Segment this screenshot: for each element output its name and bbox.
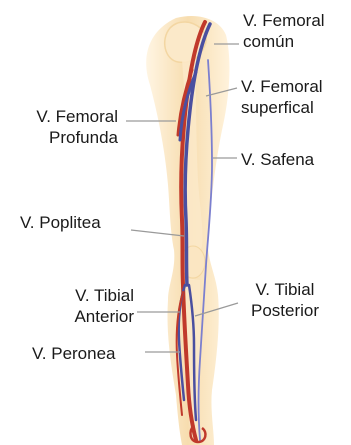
label-poplitea: V. Poplitea <box>20 212 101 233</box>
label-femoral-comun-line1: V. Femoral <box>243 10 325 31</box>
label-peronea-line1: V. Peronea <box>32 343 116 364</box>
label-femoral-superficial-line2: superfical <box>241 97 323 118</box>
label-tibial-posterior: V. Tibial Posterior <box>236 279 334 321</box>
label-femoral-comun-line2: común <box>243 31 325 52</box>
label-tibial-anterior-line1: V. Tibial <box>30 285 134 306</box>
label-femoral-profunda: V. Femoral Profunda <box>10 106 118 148</box>
label-poplitea-line1: V. Poplitea <box>20 212 101 233</box>
label-femoral-comun: V. Femoral común <box>243 10 325 52</box>
label-femoral-superficial: V. Femoral superfical <box>241 76 323 118</box>
label-femoral-superficial-line1: V. Femoral <box>241 76 323 97</box>
label-peronea: V. Peronea <box>32 343 116 364</box>
label-tibial-posterior-line1: V. Tibial <box>236 279 334 300</box>
label-tibial-anterior: V. Tibial Anterior <box>30 285 134 327</box>
label-tibial-posterior-line2: Posterior <box>236 300 334 321</box>
label-safena-line1: V. Safena <box>241 149 314 170</box>
label-femoral-profunda-line2: Profunda <box>10 127 118 148</box>
label-safena: V. Safena <box>241 149 314 170</box>
label-femoral-profunda-line1: V. Femoral <box>10 106 118 127</box>
label-tibial-anterior-line2: Anterior <box>30 306 134 327</box>
